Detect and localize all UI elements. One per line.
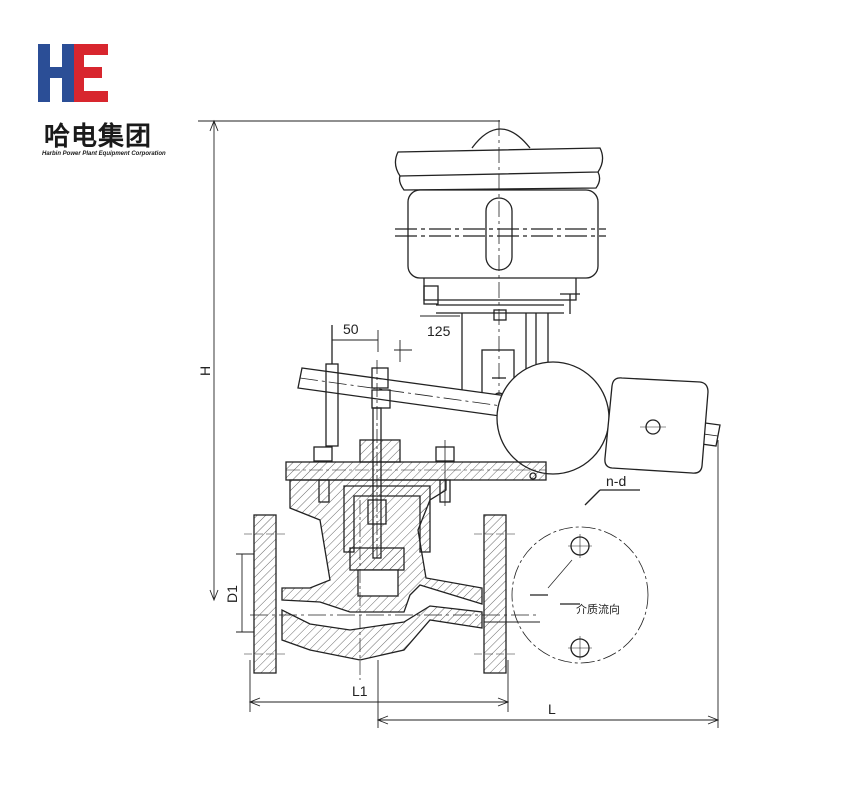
dim-height-label: H	[197, 366, 213, 376]
dim-length-label: L	[548, 701, 556, 717]
company-logo: 哈电集团 Harbin Power Plant Equipment Corpor…	[36, 40, 186, 165]
he-logo-icon	[38, 44, 108, 102]
flow-direction-label: 介质流向	[576, 602, 620, 616]
dim-bolt-holes-label: n-d	[606, 473, 626, 489]
dim-diameter-label: D1	[224, 585, 240, 603]
counterweight	[496, 361, 610, 475]
weight-box	[604, 377, 709, 474]
logo-english-name: Harbin Power Plant Equipment Corporation	[42, 151, 166, 157]
flange-bolt-view	[511, 489, 649, 664]
dim-actuator-offset-label: 125	[427, 323, 451, 339]
actuator	[394, 120, 606, 420]
inlet-flange	[244, 514, 286, 674]
logo-chinese-name: 哈电集团	[44, 122, 153, 152]
dim-body-length-label: L1	[352, 683, 368, 699]
dim-lever-offset-label: 50	[343, 321, 359, 337]
dimension-lines	[198, 119, 720, 728]
bonnet-flange	[285, 461, 547, 481]
